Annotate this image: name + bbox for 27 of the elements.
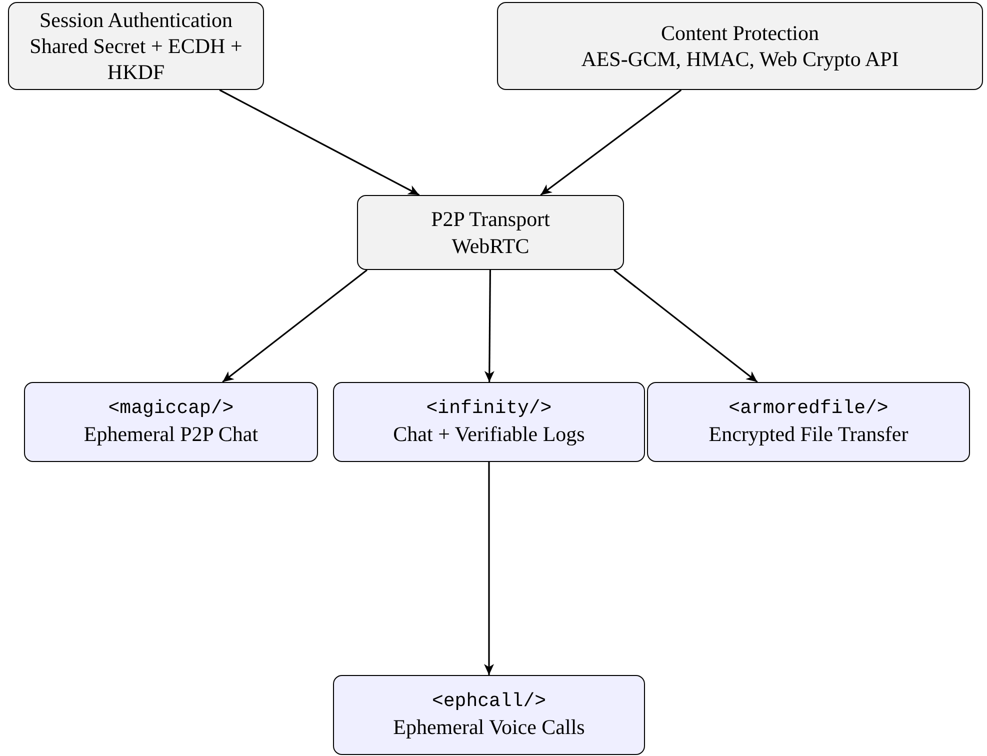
layer-box: [357, 195, 624, 270]
layer-detail: Ephemeral Voice Calls: [393, 714, 585, 740]
arrow: [540, 89, 682, 196]
component-box: [333, 675, 645, 755]
layer-detail: WebRTC: [452, 232, 530, 259]
component-box: [333, 382, 645, 462]
component-tag: <armoredfile/>: [728, 397, 888, 421]
component-box: [24, 382, 318, 462]
arrow: [222, 269, 368, 383]
arrow: [219, 89, 420, 196]
layer-detail: Ephemeral P2P Chat: [84, 420, 258, 447]
layer-title: P2P Transport: [431, 206, 550, 232]
layer-detail: Chat + Verifiable Logs: [393, 420, 585, 447]
component-tag: <infinity/>: [426, 397, 552, 421]
layer-title: Session Authentication: [39, 6, 233, 33]
layer-title: Content Protection: [660, 20, 820, 46]
arrow: [484, 270, 494, 382]
component-tag: <ephcall/>: [432, 690, 546, 714]
layer-detail: Encrypted File Transfer: [708, 420, 908, 447]
arrow: [614, 269, 758, 383]
component-tag: <magiccap/>: [108, 397, 234, 421]
component-box: [647, 382, 970, 462]
layer-box: [8, 2, 264, 90]
layer-detail: Shared Secret + ECDH + HKDF: [28, 32, 244, 86]
arrow: [484, 462, 494, 675]
layer-detail: AES-GCM, HMAC, Web Crypto API: [581, 46, 899, 72]
layer-box: [497, 2, 983, 90]
